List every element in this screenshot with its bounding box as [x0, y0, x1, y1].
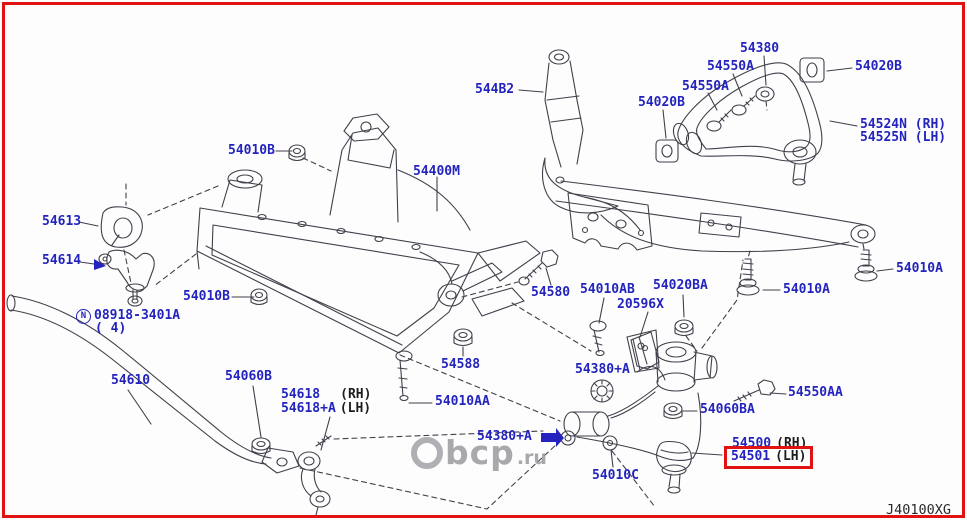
part-label-54400m[interactable]: 54400M [413, 165, 460, 179]
part-label-54020b-right[interactable]: 54020B [855, 60, 902, 74]
arrow-54614-icon [94, 259, 106, 270]
nut-standard-symbol-icon: N [76, 309, 91, 324]
crossmember-drawing [555, 180, 876, 253]
part-label-54588[interactable]: 54588 [441, 358, 480, 372]
part-number: 54618 [281, 387, 321, 402]
part-label-54010a-2[interactable]: 54010A [783, 283, 830, 297]
watermark-suffix: .ru [516, 447, 547, 469]
drawing-code: J40100XG [886, 502, 952, 518]
part-number: 54010B [183, 289, 230, 304]
bolts-54010a-drawing [736, 249, 878, 296]
part-number: 54020B [855, 59, 902, 74]
part-label-54501[interactable]: 54501 (LH) [724, 446, 814, 469]
part-number: 54580 [531, 285, 571, 300]
part-number: 54618+A [281, 401, 336, 416]
part-label-54610[interactable]: 54610 [111, 374, 150, 388]
part-number: 54550A [707, 59, 754, 74]
part-number: 54010C [592, 468, 639, 483]
part-number: 54400M [413, 164, 460, 179]
stabilizer-bushing-drawing [100, 206, 143, 248]
part-number: 54550A [682, 79, 729, 94]
part-number: 54588 [441, 357, 481, 372]
part-label-54060b[interactable]: 54060B [225, 370, 272, 384]
part-number: 54060B [225, 369, 272, 384]
watermark: bcp.ru [411, 433, 547, 472]
part-label-54020b-left[interactable]: 54020B [638, 96, 685, 110]
arrow-54380a-icon [541, 428, 564, 447]
part-number: 54010AA [435, 394, 490, 409]
part-label-544b2[interactable]: 544B2 [475, 83, 514, 97]
part-label-54020ba[interactable]: 54020BA [653, 279, 708, 293]
stabilizer-bar-drawing [6, 294, 300, 474]
part-label-54550aa[interactable]: 54550AA [788, 386, 843, 400]
part-label-54010a-1[interactable]: 54010A [896, 262, 943, 276]
part-number: 54010B [228, 143, 275, 158]
part-number: 54550AA [788, 385, 843, 400]
blue-leader-lines [78, 55, 767, 468]
part-label-54525n[interactable]: 54525N (LH) [860, 131, 946, 145]
part-number: 54501 [731, 449, 771, 464]
stabilizer-link-drawing [297, 435, 332, 516]
nut-54060b-drawing [251, 437, 271, 455]
insulator-54020b-left-drawing [655, 139, 679, 163]
part-label-54060ba[interactable]: 54060BA [700, 403, 755, 417]
part-number: 54010A [896, 261, 943, 276]
subframe-drawing [196, 113, 541, 354]
part-label-54550a-upper[interactable]: 54550A [707, 60, 754, 74]
part-side-suffix: (LH) [775, 449, 807, 464]
dashed-leader-lines [123, 100, 865, 510]
part-label-54618a[interactable]: 54618+A(LH) [281, 402, 371, 416]
part-number: 54380 [740, 41, 780, 56]
lower-control-arm-drawing [560, 329, 718, 494]
part-number: 54020B [638, 95, 685, 110]
part-number: 54010AB [580, 282, 635, 297]
part-label-54380a-upper[interactable]: 54380+A [575, 363, 630, 377]
part-side-suffix: (RH) [340, 387, 372, 402]
part-number: 54380+A [575, 362, 630, 377]
part-number: 54524N (RH) [860, 117, 947, 132]
part-number: 54610 [111, 373, 151, 388]
bolts-54550a-drawing [706, 95, 756, 132]
part-label-54580[interactable]: 54580 [531, 286, 570, 300]
part-number: 54010A [783, 282, 830, 297]
part-number: 08918-3401A [94, 308, 181, 323]
part-number: 54613 [42, 214, 82, 229]
part-label-20596x[interactable]: 20596X [617, 298, 664, 312]
part-side-suffix: (LH) [339, 401, 372, 416]
part-label-54618[interactable]: 54618 (RH) [281, 388, 371, 402]
nut-54010b-mid-drawing [250, 288, 268, 306]
part-number: 54525N (LH) [860, 130, 947, 145]
part-number: 544B2 [475, 82, 515, 97]
stay-tower-drawing [542, 49, 641, 231]
part-label-54614[interactable]: 54614 [42, 254, 81, 268]
watermark-text: bcp [445, 433, 515, 472]
black-leader-lines [408, 67, 894, 456]
part-number: 20596X [617, 297, 664, 312]
fasteners-mid-drawing [395, 249, 776, 420]
part-label-54010c[interactable]: 54010C [592, 469, 639, 483]
part-label-54613[interactable]: 54613 [42, 215, 81, 229]
part-label-54524n[interactable]: 54524N (RH) [860, 118, 946, 132]
watermark-ring-icon [411, 437, 443, 469]
upper-control-arm-drawing [672, 62, 823, 186]
stabilizer-clamp-drawing [98, 249, 155, 307]
part-number: 54020BA [653, 278, 708, 293]
part-label-54010ab[interactable]: 54010AB [580, 283, 635, 297]
part-number: 54060BA [700, 402, 755, 417]
insulator-54020b-right-drawing [799, 57, 825, 83]
part-label-54010aa[interactable]: 54010AA [435, 395, 490, 409]
part-label-54010b-mid[interactable]: 54010B [183, 290, 230, 304]
part-label-54380a-lower[interactable]: 54380+A [477, 430, 532, 444]
part-label-54380-top[interactable]: 54380 [740, 42, 779, 56]
part-label-54010b-top[interactable]: 54010B [228, 144, 275, 158]
washer-54380-drawing [755, 86, 775, 102]
part-quantity: ( 4) [95, 321, 127, 336]
part-number: 54380+A [477, 429, 532, 444]
part-number: 54614 [42, 253, 82, 268]
part-label-54550a-lower[interactable]: 54550A [682, 80, 729, 94]
